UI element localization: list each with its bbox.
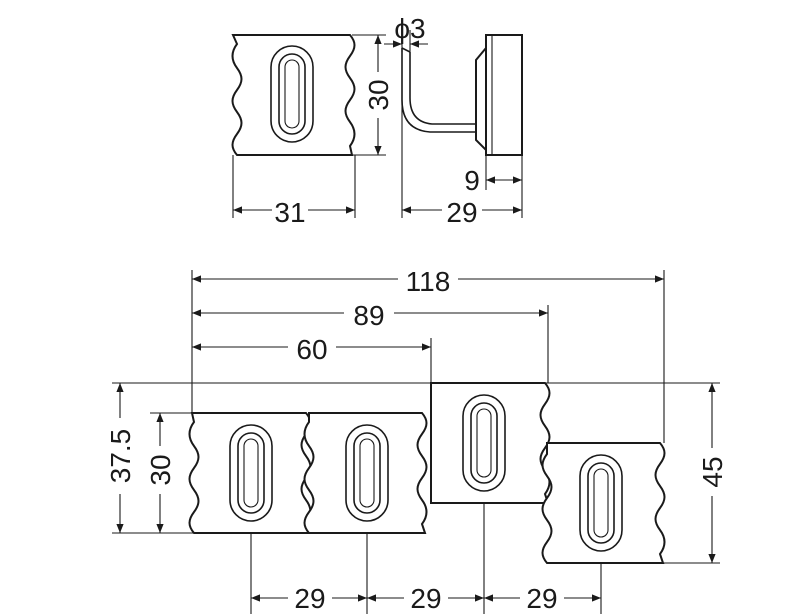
slot-outer-3 [462,394,506,492]
height-dimension: 30 [363,79,394,110]
width-dimension: 31 [274,197,305,228]
side-view: ϕ3 29 9 [384,13,523,228]
slot-inner-front [284,59,300,129]
hook-body-front [231,34,356,156]
wire-tip [401,47,411,53]
slot-outer-1 [229,424,273,522]
pitch-dimension-3: 29 [526,583,557,614]
depth-dimension: 29 [446,197,477,228]
slot-mid-1 [237,432,265,514]
span-3-dimension: 89 [353,300,384,331]
hook-wire-outer [401,48,482,133]
hook-body-4 [541,442,666,564]
right-height-dimension: 45 [697,456,728,487]
slot-mid-2 [353,432,381,514]
slot-outer-2 [345,424,389,522]
plate-dimension: 9 [464,165,480,196]
hook-wire-inner [409,52,482,125]
slot-inner-3 [476,408,492,478]
hook-body-3 [430,382,551,504]
left-body-dimension: 30 [145,454,176,485]
left-height-dimension: 37.5 [105,429,136,484]
span-2-dimension: 60 [296,334,327,365]
mount-plate-side [485,34,523,156]
diameter-dimension: ϕ3 [394,13,425,44]
slot-inner-1 [243,438,259,508]
slot-mid-3 [470,402,498,484]
slot-inner-2 [359,438,375,508]
overall-length-dimension: 118 [406,266,451,297]
slot-mid-front [278,53,306,135]
slot-outer-front [270,45,314,143]
hook-base-side [475,45,487,153]
hook-body-1 [188,412,312,534]
pitch-dimension-1: 29 [294,583,325,614]
slot-inner-4 [593,468,609,538]
hook-body-2 [303,412,428,534]
pitch-dimension-2: 29 [410,583,441,614]
slot-mid-4 [587,462,615,544]
slot-outer-4 [579,454,623,552]
arrangement-view: 118 89 60 37.5 30 45 29 [105,266,728,614]
front-view: 31 30 [231,34,394,228]
